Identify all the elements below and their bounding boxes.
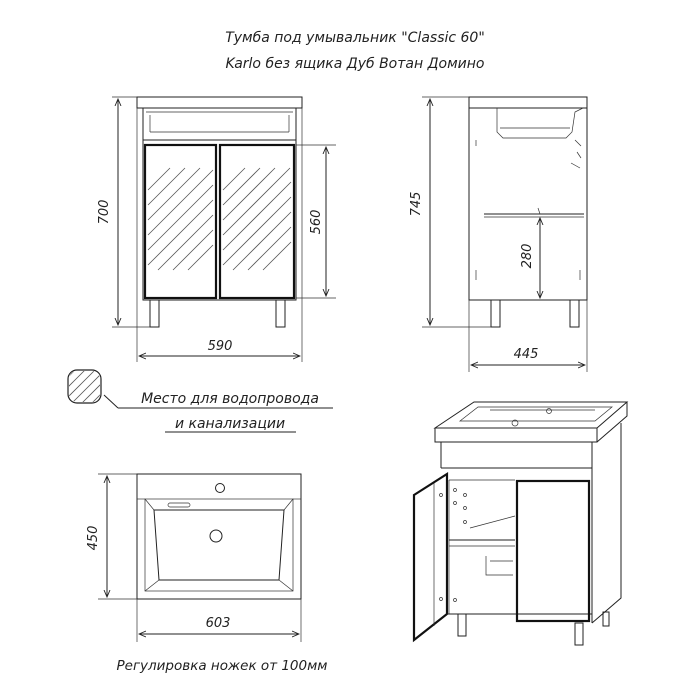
side-shelf-height-label: 280 [520,244,535,269]
iso-right-side-panel [591,423,622,624]
front-height-label: 700 [97,200,112,225]
side-basin-profile [496,107,584,139]
front-view [136,96,303,328]
iso-right-door [515,479,591,623]
front-right-door-hatching [222,167,292,271]
isometric-view [412,401,629,646]
side-body-outline [468,96,588,301]
front-dimensions: 700 560 590 [97,96,336,362]
side-dimensions: 745 280 445 [409,96,588,372]
top-width-label: 603 [206,616,231,631]
top-depth-label: 450 [86,526,101,551]
side-view [468,96,588,328]
top-overflow-slot [167,502,191,508]
top-faucet-hole [215,483,225,493]
front-width-label: 590 [208,339,233,354]
drawing-subtitle: Karlo без ящика Дуб Вотан Домино [226,56,485,72]
top-basin-bowl [153,509,285,581]
iso-basin-top [433,401,629,429]
iso-leg-front-left [457,613,467,637]
front-right-door [218,143,296,300]
front-left-door-hatching [147,167,214,271]
legend-text-line1: Место для водопровода [141,391,319,407]
plumbing-zone-symbol [67,369,102,404]
top-cabinet-outline [144,498,294,592]
iso-leg-front-right [574,622,584,646]
front-left-leg [149,299,160,328]
legend-text-line2: и канализации [175,416,285,432]
front-basin-top [136,96,303,109]
front-right-leg [275,299,286,328]
plumbing-legend: Место для водопровода и канализации [67,369,333,433]
side-height-label: 745 [409,192,424,217]
top-outline [136,473,302,600]
front-body-outline [142,107,297,301]
side-right-leg [569,299,580,328]
top-dimensions: 450 603 [86,473,302,642]
front-left-door [143,143,218,300]
drawing-title: Тумба под умывальник "Classic 60" [225,30,485,46]
iso-leg-back-right [602,611,610,627]
leg-adjustment-note: Регулировка ножек от 100мм [117,658,328,674]
front-door-height-label: 560 [309,210,324,235]
side-depth-label: 445 [514,347,539,362]
iso-drain [511,419,519,427]
iso-left-door-open [412,471,449,643]
side-left-leg [490,299,501,328]
top-drain-hole [209,529,223,543]
top-view [136,473,302,600]
